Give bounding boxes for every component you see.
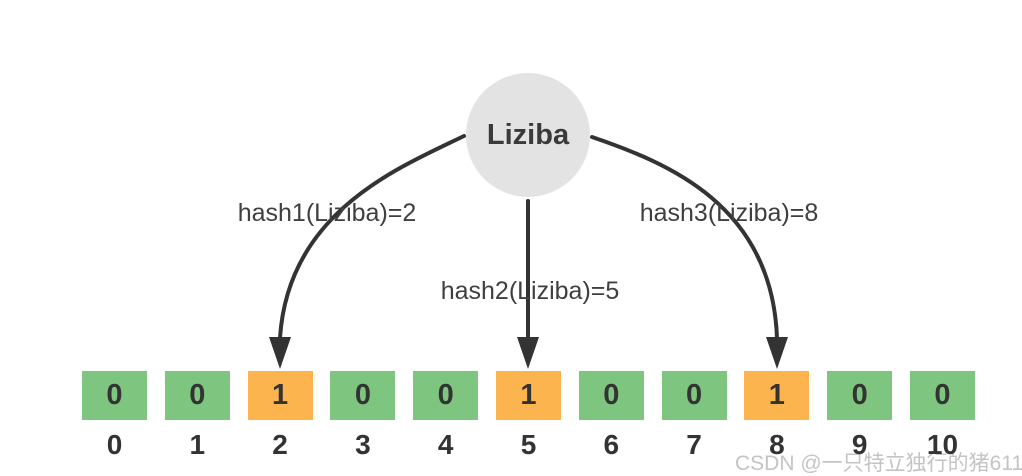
index-label-0: 0	[106, 429, 123, 460]
bit-cell-10: 0	[909, 371, 975, 420]
index-label-1: 1	[189, 429, 206, 460]
index-label-7: 7	[686, 429, 702, 460]
bit-cell-1: 0	[164, 371, 230, 420]
watermark-text: CSDN @一只特立独行的猪611	[735, 452, 1022, 475]
index-label-10: 10	[926, 429, 959, 460]
index-row: 0 1 2 3 4 5 6 7 8 9 10	[82, 429, 975, 463]
node-label: Liziba	[486, 118, 570, 151]
arrow-hash1-head-icon	[269, 337, 291, 369]
hash3-label: hash3(Liziba)=8	[639, 199, 819, 227]
index-label-9: 9	[851, 429, 868, 460]
index-label-4: 4	[437, 429, 454, 460]
index-label-2: 2	[272, 429, 288, 460]
index-label-5: 5	[520, 429, 537, 460]
index-label-6: 6	[603, 429, 620, 460]
bit-cell-0: 0	[82, 371, 147, 420]
index-label-3: 3	[355, 429, 371, 460]
bit-cell-4: 0	[413, 371, 479, 420]
bit-cell-6: 0	[578, 371, 644, 420]
hash1-label: hash1(Liziba)=2	[237, 199, 417, 227]
index-label-8: 8	[769, 429, 785, 460]
bit-cell-5: 1	[495, 371, 561, 420]
bit-cell-2: 1	[247, 371, 313, 420]
hash2-label: hash2(Liziba)=5	[440, 277, 620, 305]
bit-cell-3: 0	[330, 371, 396, 420]
arrow-hash3-head-icon	[766, 337, 788, 369]
arrow-hash2-head-icon	[517, 337, 539, 369]
arrow-hash3-curve	[590, 135, 779, 340]
bit-cell-9: 0	[827, 371, 893, 420]
node-circle	[466, 73, 590, 197]
bit-cell-8: 1	[744, 371, 810, 420]
bit-cell-7: 0	[661, 371, 727, 420]
arrow-hash1-curve	[278, 134, 466, 340]
